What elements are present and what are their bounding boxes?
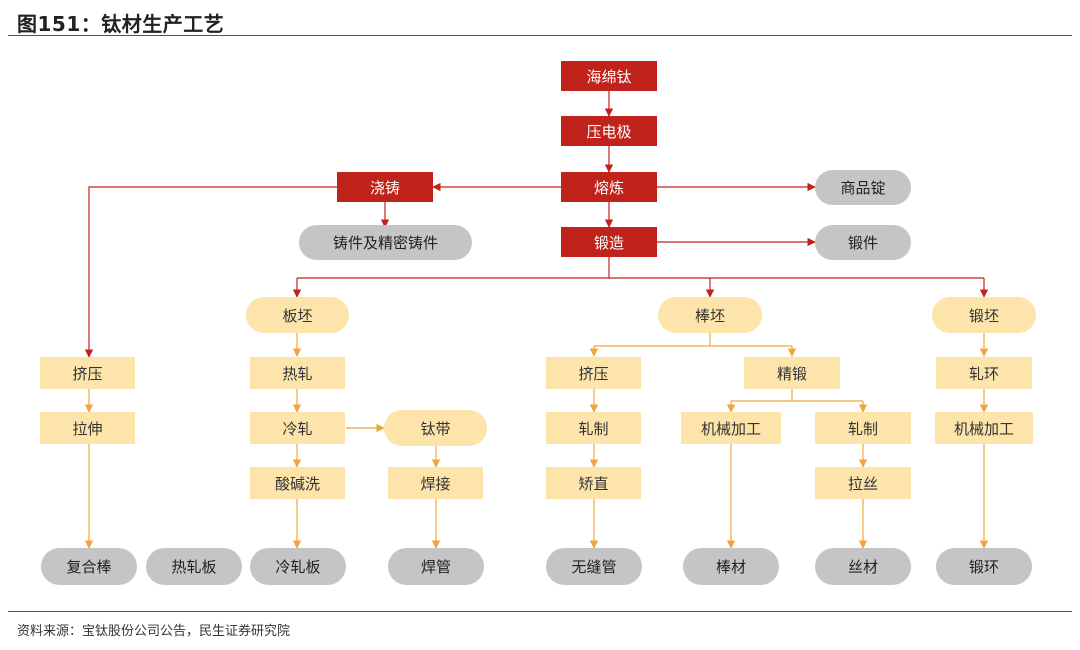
figure-title: 图151：钛材生产工艺 <box>17 12 225 36</box>
node-bar-billet: 棒坯 <box>658 297 762 333</box>
node-bar-material: 棒材 <box>683 548 779 585</box>
node-forging: 锻造 <box>561 227 657 257</box>
node-smelting: 熔炼 <box>561 172 657 202</box>
node-wire-material: 丝材 <box>815 548 911 585</box>
node-forged-ring: 锻环 <box>936 548 1032 585</box>
node-machining-mid: 机械加工 <box>681 412 781 444</box>
node-castings-product: 铸件及精密铸件 <box>299 225 472 260</box>
node-machining-right: 机械加工 <box>935 412 1033 444</box>
node-straightening: 矫直 <box>546 467 641 499</box>
node-forged-billet: 锻坯 <box>932 297 1036 333</box>
node-cold-rolled-plate: 冷轧板 <box>250 548 346 585</box>
node-seamless-pipe: 无缝管 <box>546 548 642 585</box>
node-sponge-titanium: 海绵钛 <box>561 61 657 91</box>
node-welded-pipe: 焊管 <box>388 548 484 585</box>
node-titanium-strip: 钛带 <box>384 410 487 446</box>
node-ring-rolling: 轧环 <box>936 357 1032 389</box>
top-divider <box>8 35 1072 36</box>
node-wire-drawing: 拉丝 <box>815 467 911 499</box>
node-extrusion-mid: 挤压 <box>546 357 641 389</box>
node-casting: 浇铸 <box>337 172 433 202</box>
node-pickling: 酸碱洗 <box>250 467 345 499</box>
node-composite-bar: 复合棒 <box>41 548 137 585</box>
node-rolling-mid: 轧制 <box>546 412 641 444</box>
node-forgings-product: 锻件 <box>815 225 911 260</box>
node-hot-rolling: 热轧 <box>250 357 345 389</box>
node-welding: 焊接 <box>388 467 483 499</box>
node-slab: 板坯 <box>246 297 349 333</box>
node-ingot-product: 商品锭 <box>815 170 911 205</box>
source-note: 资料来源：宝钛股份公司公告，民生证券研究院 <box>17 624 291 639</box>
node-extrusion-left: 挤压 <box>40 357 135 389</box>
node-drawing-left: 拉伸 <box>40 412 135 444</box>
node-electrode-pressing: 压电极 <box>561 116 657 146</box>
arrow-casting-extrusion <box>84 186 337 358</box>
node-precision-forging: 精锻 <box>744 357 840 389</box>
bottom-divider <box>8 611 1072 612</box>
node-hot-rolled-plate: 热轧板 <box>146 548 242 585</box>
node-cold-rolling: 冷轧 <box>250 412 345 444</box>
node-rolling-right: 轧制 <box>815 412 911 444</box>
